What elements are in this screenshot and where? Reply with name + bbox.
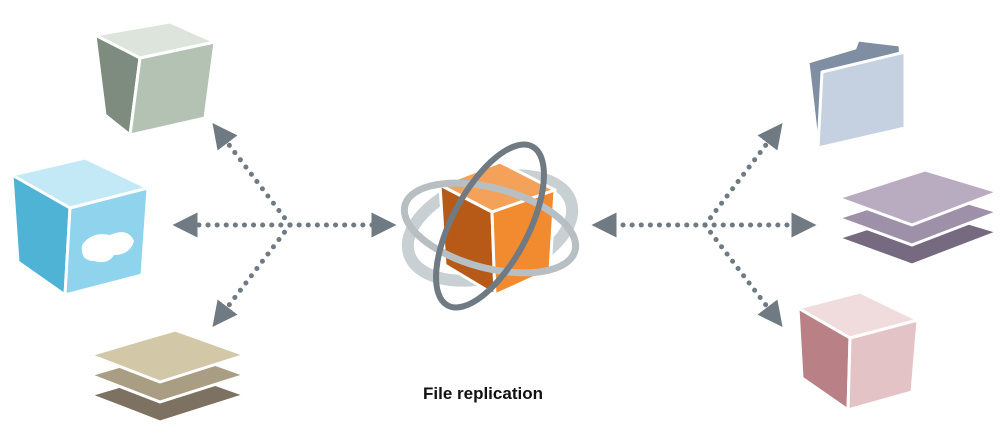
arrow-to-pink-cube [702,222,783,327]
arrow-to-tan-layers [212,222,293,327]
purple-layers-icon [836,168,1000,267]
replication-hub-icon [400,141,580,311]
blue-cube-icon [10,156,150,297]
folder-icon [806,38,907,150]
diagram-caption: File replication [423,384,543,403]
pink-cube-icon [796,290,920,412]
arrow-to-green-cube [212,123,293,228]
green-cube-icon [93,20,217,137]
tan-layers-icon [88,328,247,424]
arrow-to-folder [702,123,783,228]
